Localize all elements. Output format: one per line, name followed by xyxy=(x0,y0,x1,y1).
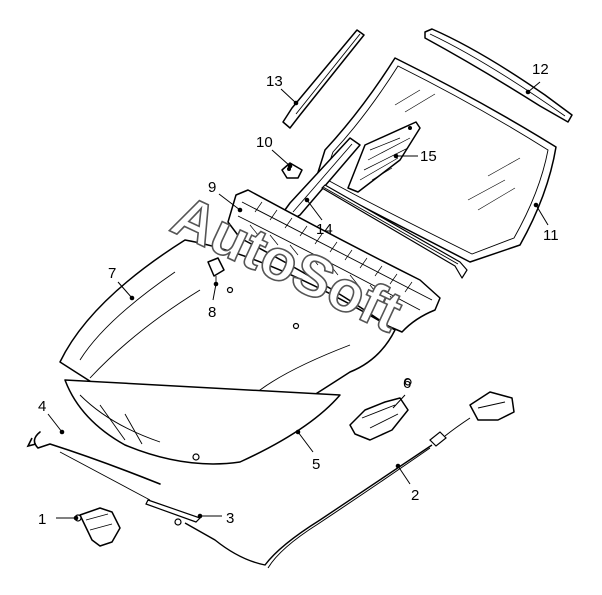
part-12-windshield-upper-molding xyxy=(424,28,573,123)
callout-13: 13 xyxy=(266,73,283,90)
callout-11: 11 xyxy=(543,227,559,244)
callout-12: 12 xyxy=(532,61,549,78)
part-2-release-cable xyxy=(174,391,515,569)
callout-leaders xyxy=(47,81,549,521)
part-6-hood-latch xyxy=(349,378,412,441)
callout-10: 10 xyxy=(256,134,273,151)
callout-labels: 1 2 3 4 5 6 7 8 9 10 11 12 13 14 15 xyxy=(38,61,559,528)
callout-6: 6 xyxy=(403,375,411,392)
callout-1: 1 xyxy=(38,511,46,528)
part-8-hood-buffer xyxy=(207,257,225,285)
callout-15: 15 xyxy=(420,148,437,165)
callout-3: 3 xyxy=(226,510,234,527)
wiper-rod xyxy=(321,184,468,279)
part-15-bracket-panel xyxy=(347,121,421,193)
callout-2: 2 xyxy=(411,487,419,504)
callout-7: 7 xyxy=(108,265,116,282)
part-11-windshield-glass xyxy=(314,57,557,263)
callout-14: 14 xyxy=(316,221,333,238)
callout-9: 9 xyxy=(208,179,216,196)
part-4-hood-prop-rod xyxy=(26,431,202,523)
part-13-a-pillar-trim xyxy=(282,29,365,129)
callout-8: 8 xyxy=(208,304,216,321)
callout-4: 4 xyxy=(38,398,46,415)
callout-5: 5 xyxy=(312,456,320,473)
part-5-hood-insulator xyxy=(64,379,341,465)
part-1-hood-latch xyxy=(74,507,121,547)
part-9-cowl-panel xyxy=(227,189,441,333)
